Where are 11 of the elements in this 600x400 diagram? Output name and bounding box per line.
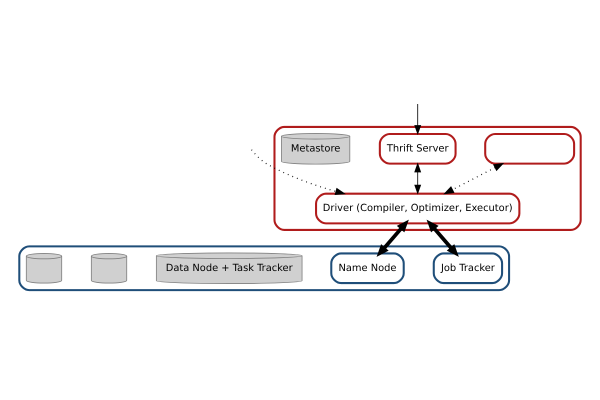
node-box [484,132,576,165]
node-box: Job Tracker [432,252,504,284]
arrow [376,220,409,257]
arrow [426,220,459,257]
arrow [414,162,422,195]
node-box: Name Node [330,252,405,284]
arrow [443,162,504,194]
arrow [251,149,346,195]
node-box: Driver (Compiler, Optimizer, Executor) [315,192,520,224]
arrow [414,104,422,136]
node-box: Thrift Server [378,132,457,165]
